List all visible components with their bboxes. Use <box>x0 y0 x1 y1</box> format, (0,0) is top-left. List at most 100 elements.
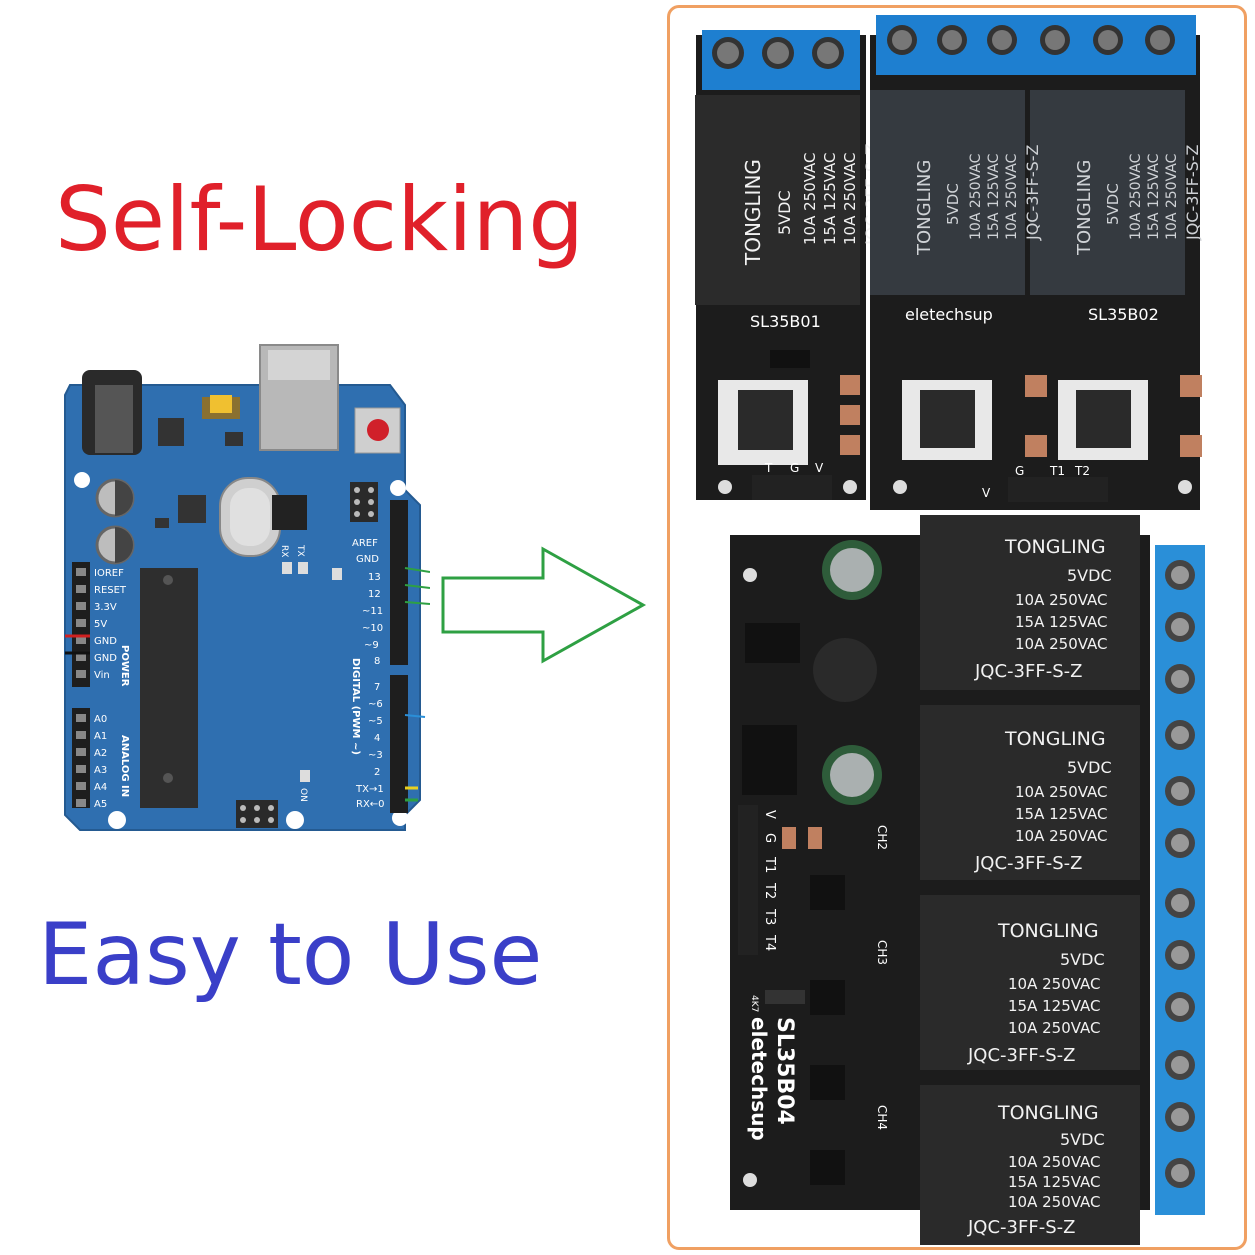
pin-label: 8 <box>374 656 380 667</box>
module-2-channel: TONGLING 5VDC 10A 250VAC 15A 125VAC 10A … <box>870 15 1202 510</box>
pin-label: T2 <box>762 882 777 899</box>
pin-label: T2 <box>1074 464 1090 478</box>
pin-label: A0 <box>94 714 107 725</box>
relay-rating: 10A 250VAC <box>968 153 984 240</box>
relay-brand: TONGLING <box>1004 536 1106 558</box>
pin-label: ~11 <box>362 606 383 617</box>
headline-easy-to-use: Easy to Use <box>38 905 543 1005</box>
pin-label: TX→1 <box>355 784 384 795</box>
brand-label: eletechsup <box>747 1017 771 1141</box>
pin-label: GND <box>94 653 117 664</box>
pin-label: Vin <box>94 670 110 681</box>
pin-label: ~5 <box>368 716 383 727</box>
pin-label: 3.3V <box>94 602 117 613</box>
pin-label: ~6 <box>368 699 383 710</box>
headline-self-locking: Self-Locking <box>55 168 585 271</box>
relay-part: JQC-3FF-S-Z <box>974 853 1082 874</box>
relay-coil: 5VDC <box>1104 183 1122 225</box>
pin-label: 7 <box>374 682 380 693</box>
relay-modules-photo: TONGLING 5VDC 10A 250VAC 15A 125VAC 10A … <box>695 15 1205 1245</box>
pin-label: G <box>762 833 777 843</box>
pin-label: A2 <box>94 748 107 759</box>
pin-label: V <box>982 486 991 500</box>
relay-rating: 15A 125VAC <box>986 153 1002 240</box>
pin-label: RESET <box>94 585 127 596</box>
relay-part: JQC-3FF-S-Z <box>967 1217 1075 1238</box>
relay-rating: 15A 125VAC <box>1015 805 1108 823</box>
arrow-icon <box>441 546 647 664</box>
pin-label: IOREF <box>94 568 124 579</box>
pin-label: 13 <box>368 572 381 583</box>
relay-rating: 10A 250VAC <box>1008 1153 1101 1171</box>
pin-label: GND <box>94 636 117 647</box>
resistor-label: 4K7 <box>749 995 759 1012</box>
pin-label: V <box>762 810 777 819</box>
relay-coil: 5VDC <box>1060 950 1105 969</box>
pin-label: A1 <box>94 731 107 742</box>
relay-brand: TONGLING <box>741 159 765 266</box>
product-photo-frame <box>667 5 1247 1250</box>
on-label: ON <box>298 788 308 802</box>
relay-rating: 10A 250VAC <box>1004 153 1020 240</box>
digital-section-label: DIGITAL (PWM ~) <box>350 658 361 755</box>
relay-coil: 5VDC <box>944 183 962 225</box>
atmega-chip <box>140 568 198 808</box>
relay-rating: 15A 125VAC <box>1008 997 1101 1015</box>
pin-label: GND <box>356 554 379 565</box>
pin-label: T <box>764 461 773 475</box>
relay-rating: 10A 250VAC <box>1164 153 1180 240</box>
relay-rating: 15A 125VAC <box>1146 153 1162 240</box>
relay-coil: 5VDC <box>1067 566 1112 585</box>
relay-rating: 10A 250VAC <box>1015 591 1108 609</box>
relay-part: JQC-3FF-S-Z <box>967 1045 1075 1066</box>
relay-rating: 10A 250VAC <box>1128 153 1144 240</box>
relay-rating: 15A 125VAC <box>1008 1173 1101 1191</box>
module-1-channel: TONGLING 5VDC 10A 250VAC 15A 125VAC 10A … <box>695 30 883 500</box>
reset-button <box>354 407 401 454</box>
relay-coil: 5VDC <box>1067 758 1112 777</box>
relay-brand: TONGLING <box>997 920 1099 942</box>
analog-section-label: ANALOG IN <box>119 735 130 797</box>
pin-label: G <box>790 461 799 475</box>
power-section-label: POWER <box>119 645 130 687</box>
relay-part: JQC-3FF-S-Z <box>1183 144 1202 241</box>
relay-rating: 10A 250VAC <box>1015 635 1108 653</box>
rx-label: RX <box>279 545 289 557</box>
model-label: SL35B02 <box>1088 305 1159 324</box>
relay-brand: TONGLING <box>914 160 935 256</box>
relay-rating: 10A 250VAC <box>1015 827 1108 845</box>
pin-label: T4 <box>762 934 777 951</box>
relay-part: JQC-3FF-S-Z <box>974 661 1082 682</box>
channel-label: CH4 <box>875 1105 889 1130</box>
relay-part: JQC-3FF-S-Z <box>1023 144 1042 241</box>
pin-label: AREF <box>352 538 378 549</box>
pin-label: ~3 <box>368 750 383 761</box>
relay-brand: TONGLING <box>997 1102 1099 1124</box>
relay-brand: TONGLING <box>1074 160 1095 256</box>
pin-label: ~9 <box>364 640 379 651</box>
relay-rating: 10A 250VAC <box>1008 1193 1101 1211</box>
pin-label: T3 <box>762 908 777 925</box>
relay-coil: 5VDC <box>1060 1130 1105 1149</box>
channel-label: CH2 <box>875 825 889 850</box>
channel-label: CH3 <box>875 940 889 965</box>
tx-label: TX <box>295 544 305 557</box>
relay-rating: 10A 250VAC <box>841 152 859 245</box>
pin-label: T1 <box>762 856 777 873</box>
model-label: SL35B04 <box>772 1017 797 1125</box>
brand-label: eletechsup <box>905 305 993 324</box>
pin-label: A3 <box>94 765 107 776</box>
pin-label: G <box>1015 464 1024 478</box>
relay-brand: TONGLING <box>1004 728 1106 750</box>
relay-rating: 15A 125VAC <box>1015 613 1108 631</box>
pin-label: T1 <box>1049 464 1065 478</box>
pin-label: 4 <box>374 733 380 744</box>
module-4-channel: TONGLING 5VDC 10A 250VAC 15A 125VAC 10A … <box>730 515 1205 1245</box>
pin-label: 5V <box>94 619 107 630</box>
relay-rating: 10A 250VAC <box>1015 783 1108 801</box>
relay-rating: 15A 125VAC <box>821 152 839 245</box>
pin-label: RX←0 <box>356 799 385 810</box>
model-label: SL35B01 <box>750 312 821 331</box>
pin-label: A5 <box>94 799 107 810</box>
arduino-board: IOREF RESET 3.3V 5V GND GND Vin A0 A1 A2… <box>64 344 430 831</box>
